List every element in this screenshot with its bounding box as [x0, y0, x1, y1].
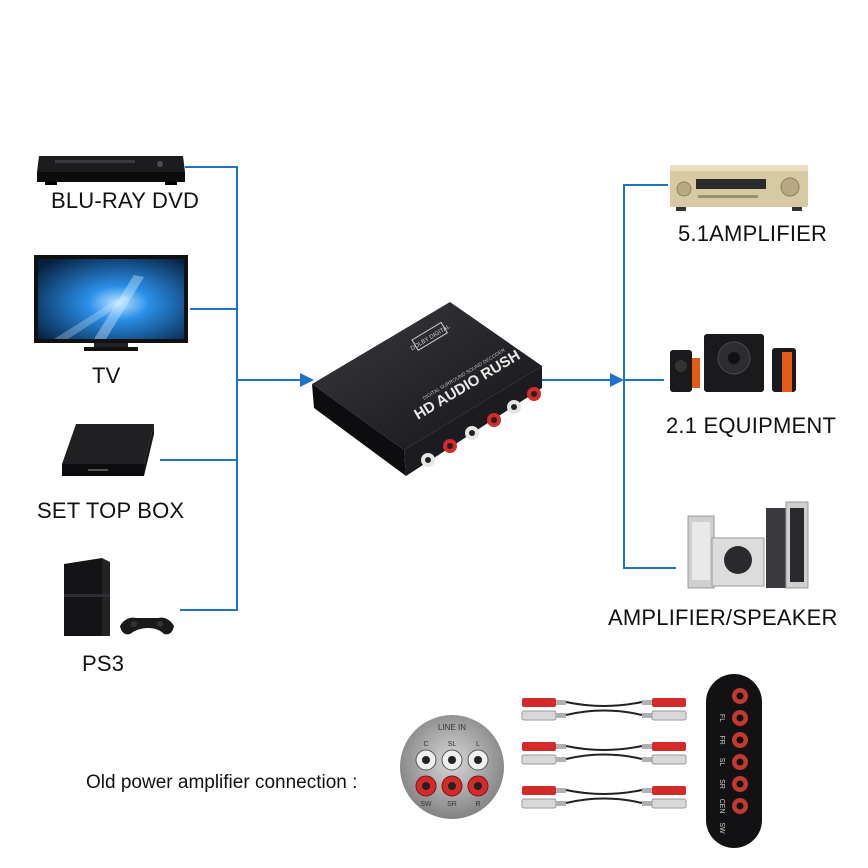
line-in-label-sl: SL	[448, 741, 457, 748]
line-in-panel: LINE IN C SL L SW SR R	[400, 715, 504, 819]
source-bus-line	[180, 166, 238, 611]
speaker-system-icon	[670, 334, 796, 392]
line-in-label-sr: SR	[447, 801, 457, 808]
from-decoder-arrow	[610, 373, 624, 387]
ps3-console-icon	[64, 558, 174, 636]
set-top-box-icon	[62, 424, 154, 476]
blu-ray-player-icon	[37, 156, 185, 185]
source-label-ps3: PS3	[82, 651, 125, 676]
output-panel-label-sw: SW	[718, 822, 725, 834]
output-panel-label-sr: SR	[718, 779, 725, 789]
output-panel-label-fr: FR	[718, 735, 725, 744]
rca-cables	[521, 698, 687, 809]
to-decoder-arrow	[300, 373, 314, 387]
output-label-5-1-amplifier: 5.1AMPLIFIER	[678, 221, 828, 246]
source-label-tv: TV	[92, 363, 121, 388]
decoder-output-panel: FL FR SL SR CEN SW	[706, 674, 762, 848]
av-receiver-icon	[670, 165, 808, 211]
output-panel-label-fl: FL	[718, 714, 725, 722]
line-in-title: LINE IN	[438, 723, 466, 732]
line-in-label-sw: SW	[420, 801, 432, 808]
decoder-rca-jacks	[421, 387, 541, 467]
tower-speakers-icon	[687, 501, 809, 589]
line-in-label-r: R	[475, 801, 480, 808]
output-panel-label-sl: SL	[718, 758, 725, 767]
source-label-blu-ray: BLU-RAY DVD	[51, 188, 200, 213]
tv-icon	[34, 255, 188, 351]
output-label-2-1-equipment: 2.1 EQUIPMENT	[666, 413, 837, 438]
connection-caption: Old power amplifier connection :	[86, 772, 358, 793]
line-in-label-l: L	[476, 741, 480, 748]
decoder-device: DOLBY DIGITAL HD AUDIO RUSH DIGITAL SURR…	[312, 302, 542, 476]
source-label-set-top-box: SET TOP BOX	[37, 498, 185, 523]
line-in-label-c: C	[423, 741, 428, 748]
output-panel-label-cen: CEN	[718, 799, 725, 814]
output-bus-line	[623, 184, 676, 569]
output-label-amplifier-speaker: AMPLIFIER/SPEAKER	[608, 605, 838, 630]
